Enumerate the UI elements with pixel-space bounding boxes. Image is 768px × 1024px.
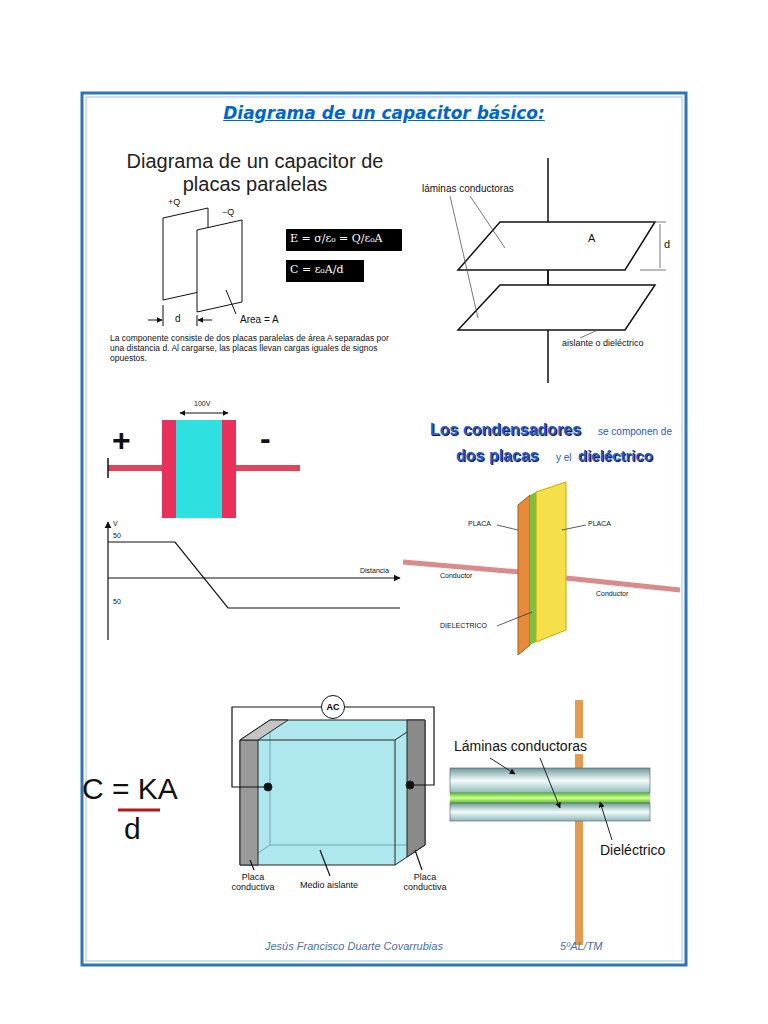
- leader-lines: [497, 525, 586, 626]
- node-text: AC: [327, 702, 340, 712]
- charge-label: +Q: [168, 197, 180, 207]
- part-label: DIELECTRICO: [440, 622, 487, 630]
- capacitor-schematic: [108, 413, 300, 518]
- plates-dielectric: [403, 482, 680, 655]
- ac-wire: [232, 707, 434, 876]
- area-label: A: [588, 232, 595, 245]
- part-label: láminas conductoras: [422, 183, 514, 195]
- dimension-label: d: [175, 313, 181, 325]
- panel-heading: Los condensadores: [430, 421, 581, 439]
- panel-heading: se componen de: [598, 426, 672, 438]
- page-border: [82, 93, 686, 965]
- formula: C = KA: [82, 772, 178, 807]
- polarity-sign: +: [112, 422, 131, 459]
- film-capacitor: [450, 700, 650, 945]
- part-label: Láminas conductoras: [452, 738, 589, 754]
- part-label: Placa conductiva: [392, 872, 458, 893]
- panel-heading: dieléctrico: [578, 447, 653, 464]
- panel-heading: Diagrama de un capacitor de placas paral…: [105, 150, 405, 196]
- part-label: PLACA: [468, 520, 491, 528]
- page-title: Diagrama de un capacitor básico:: [84, 104, 684, 124]
- description: La componente consiste de dos placas par…: [110, 334, 402, 363]
- parallel-plates: [163, 208, 242, 312]
- area-label: Area = A: [240, 314, 279, 326]
- class-label: 5ºAL/TM: [560, 940, 603, 953]
- voltage-label: 100V: [194, 400, 210, 408]
- formula: E = σ/ε₀ = Q/ε₀A: [290, 233, 383, 246]
- part-label: Placa conductiva: [220, 872, 286, 893]
- leader-lines: [490, 758, 612, 840]
- distance-arrows: [148, 290, 236, 326]
- panel-heading: y el: [556, 452, 572, 464]
- part-label: Conductor: [596, 590, 628, 598]
- panel-heading: dos placas: [456, 447, 539, 465]
- fraction-bar: [118, 809, 160, 812]
- formula: C = ε₀A/d: [290, 264, 343, 277]
- axis-value: 50: [113, 598, 121, 606]
- axis-label: Distancia: [360, 567, 389, 575]
- part-label: Conductor: [440, 572, 472, 580]
- charge-label: −Q: [222, 207, 234, 217]
- leader-lines: [450, 196, 666, 338]
- axis-label: V: [113, 520, 118, 528]
- author: Jesús Francisco Duarte Covarrubias: [265, 940, 443, 953]
- part-label: Dieléctrico: [600, 842, 665, 858]
- polarity-sign: -: [260, 420, 271, 457]
- box-capacitor: [240, 720, 425, 865]
- formula-box: [286, 229, 402, 251]
- ac-source-circle: AC: [321, 695, 345, 719]
- part-label: Medio aislante: [300, 880, 358, 890]
- part-label: aislante o dieléctrico: [562, 338, 644, 348]
- formula-box: [286, 260, 364, 282]
- part-label: PLACA: [588, 520, 611, 528]
- page-border-inner: [86, 97, 682, 961]
- formula: d: [124, 812, 141, 847]
- dimension-label: d: [664, 238, 670, 251]
- axis-value: 50: [113, 532, 121, 540]
- potential-graph: [108, 522, 400, 640]
